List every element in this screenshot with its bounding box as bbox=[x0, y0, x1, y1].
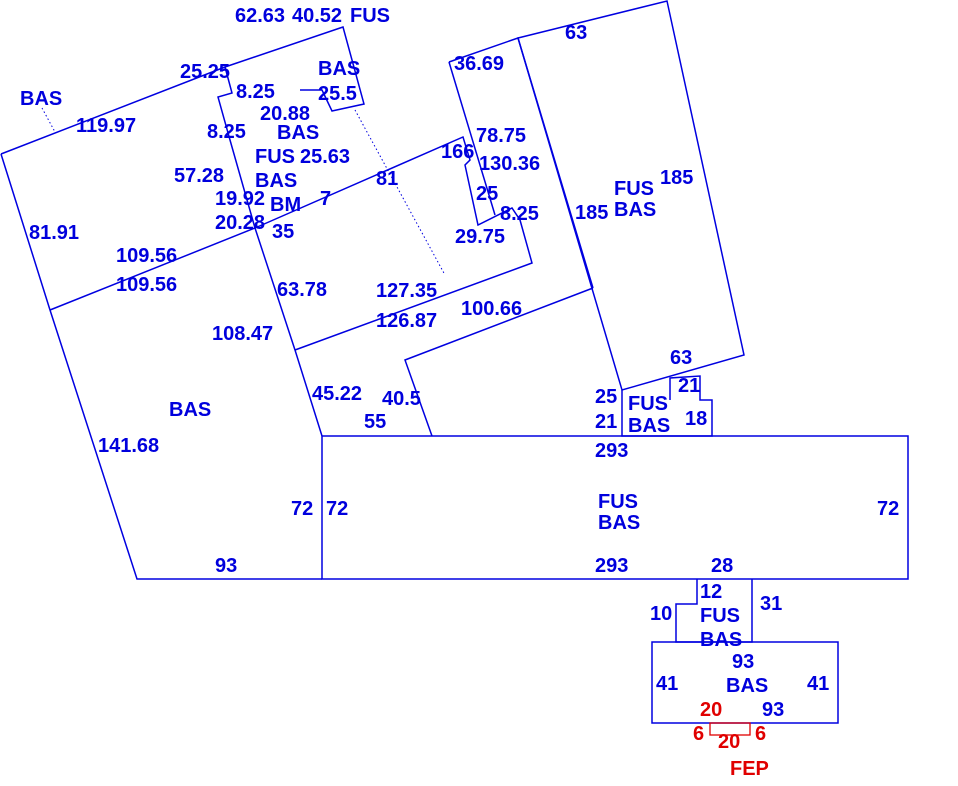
label: 72 bbox=[291, 498, 313, 520]
label: BAS bbox=[628, 415, 670, 437]
label: 63 bbox=[565, 22, 587, 44]
label: 93 bbox=[215, 555, 237, 577]
label: BAS bbox=[277, 122, 319, 144]
label: 109.56 bbox=[116, 245, 177, 267]
label: 185 bbox=[660, 167, 693, 189]
label: 45.22 bbox=[312, 383, 362, 405]
outline-section-81 bbox=[254, 135, 533, 351]
label: 293 bbox=[595, 555, 628, 577]
label: BAS bbox=[614, 199, 656, 221]
label: 40.52 bbox=[292, 5, 342, 27]
label: 130.36 bbox=[479, 153, 540, 175]
label: 81 bbox=[376, 168, 398, 190]
label: 25.63 bbox=[300, 146, 350, 168]
label: 126.87 bbox=[376, 310, 437, 332]
red-label: 6 bbox=[693, 723, 704, 745]
label: 41 bbox=[656, 673, 678, 695]
label: 72 bbox=[877, 498, 899, 520]
outline-lower-box bbox=[675, 579, 753, 643]
label: 81.91 bbox=[29, 222, 79, 244]
label: 12 bbox=[700, 581, 722, 603]
label: FUS bbox=[598, 491, 638, 513]
label: 31 bbox=[760, 593, 782, 615]
label: 8.25 bbox=[500, 203, 539, 225]
label: BAS bbox=[726, 675, 768, 697]
label: 108.47 bbox=[212, 323, 273, 345]
label: FUS bbox=[350, 5, 390, 27]
label: 21 bbox=[678, 375, 700, 397]
label: FUS bbox=[255, 146, 295, 168]
label: FUS bbox=[700, 605, 740, 627]
label: 166 bbox=[441, 141, 474, 163]
label: 25 bbox=[476, 183, 498, 205]
label: 25.5 bbox=[318, 83, 357, 105]
label: 185 bbox=[575, 202, 608, 224]
label: 20.28 bbox=[215, 212, 265, 234]
red-label: 20 bbox=[700, 699, 722, 721]
label: BAS bbox=[598, 512, 640, 534]
label: 109.56 bbox=[116, 274, 177, 296]
label: 29.75 bbox=[455, 226, 505, 248]
label: 55 bbox=[364, 411, 386, 433]
label: 141.68 bbox=[98, 435, 159, 457]
outline-main-rect bbox=[321, 435, 909, 580]
label: 93 bbox=[762, 699, 784, 721]
dotted-line-2 bbox=[354, 109, 446, 276]
label: BAS bbox=[169, 399, 211, 421]
label: 41 bbox=[807, 673, 829, 695]
outline-left-wing-edge bbox=[0, 153, 322, 580]
label: 63 bbox=[670, 347, 692, 369]
label: 25.25 bbox=[180, 61, 230, 83]
label: FUS bbox=[614, 178, 654, 200]
label: 93 bbox=[732, 651, 754, 673]
label: 20.88 bbox=[260, 103, 310, 125]
label: 28 bbox=[711, 555, 733, 577]
sketch-labels: BAS 119.97 25.25 8.25 8.25 62.63 40.52 F… bbox=[20, 5, 899, 780]
label: 62.63 bbox=[235, 5, 285, 27]
label: 19.92 bbox=[215, 188, 265, 210]
label: 72 bbox=[326, 498, 348, 520]
outline-section-100 bbox=[404, 287, 594, 437]
label: 18 bbox=[685, 408, 707, 430]
label: BAS bbox=[700, 629, 742, 651]
label: 21 bbox=[595, 411, 617, 433]
label: 8.25 bbox=[236, 81, 275, 103]
outline-divider-109 bbox=[49, 227, 256, 311]
label: 25 bbox=[595, 386, 617, 408]
label: BAS bbox=[255, 170, 297, 192]
red-label: 20 bbox=[718, 731, 740, 753]
outline-section-185 bbox=[517, 0, 745, 391]
label: BM bbox=[270, 194, 301, 216]
label: 40.5 bbox=[382, 388, 421, 410]
label: BAS bbox=[20, 88, 62, 110]
label: 10 bbox=[650, 603, 672, 625]
label: BAS bbox=[318, 58, 360, 80]
dotted-line-1 bbox=[41, 107, 56, 133]
label: 35 bbox=[272, 221, 294, 243]
label: 57.28 bbox=[174, 165, 224, 187]
label: 127.35 bbox=[376, 280, 437, 302]
red-label: 6 bbox=[755, 723, 766, 745]
label: 78.75 bbox=[476, 125, 526, 147]
sketch-outlines bbox=[0, 0, 909, 736]
outline-section-36-left bbox=[448, 61, 496, 216]
red-label: FEP bbox=[730, 758, 769, 780]
label: 293 bbox=[595, 440, 628, 462]
label: 119.97 bbox=[76, 115, 136, 137]
label: 36.69 bbox=[454, 53, 504, 75]
label: 8.25 bbox=[207, 121, 246, 143]
label: 63.78 bbox=[277, 279, 327, 301]
outline-small-box bbox=[621, 375, 713, 437]
label: 7 bbox=[320, 188, 331, 210]
label: FUS bbox=[628, 393, 668, 415]
outline-fep bbox=[709, 722, 751, 736]
label: 100.66 bbox=[461, 298, 522, 320]
